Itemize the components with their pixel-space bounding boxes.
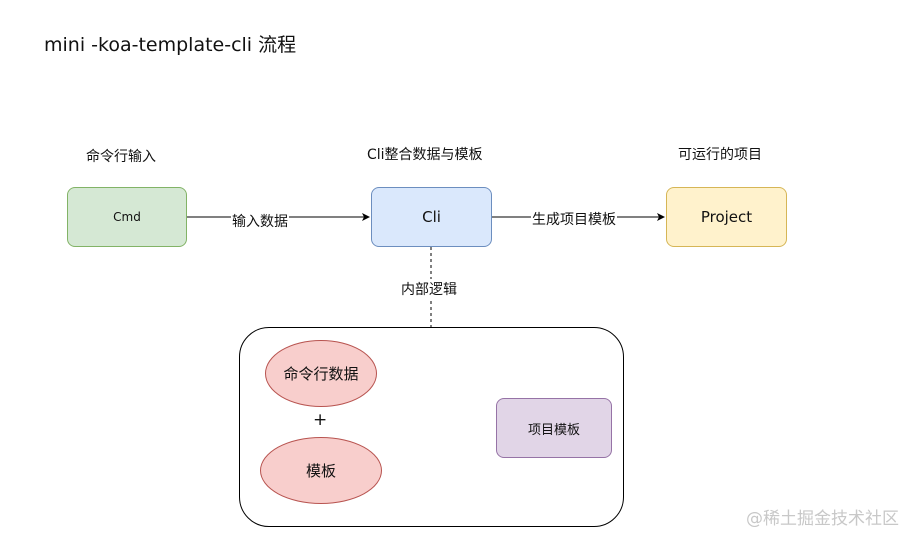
node-cli[interactable]: Cli	[371, 187, 492, 247]
edge-label-generate-template: 生成项目模板	[531, 209, 617, 229]
node-project[interactable]: Project	[666, 187, 787, 247]
watermark: @稀土掘金技术社区	[746, 509, 899, 529]
plus-sign: +	[313, 410, 328, 430]
label-cmd-input: 命令行输入	[86, 149, 156, 165]
diagram-title: mini -koa-template-cli 流程	[44, 34, 297, 56]
node-project-template[interactable]: 项目模板	[496, 398, 612, 458]
label-cli-merge: Cli整合数据与模板	[367, 147, 483, 163]
node-template[interactable]: 模板	[260, 437, 382, 504]
node-cmd-data[interactable]: 命令行数据	[265, 340, 377, 407]
edge-label-internal-logic: 内部逻辑	[400, 279, 458, 299]
label-runnable-project: 可运行的项目	[678, 147, 762, 163]
node-cmd[interactable]: Cmd	[67, 187, 187, 247]
edge-label-input-data: 输入数据	[231, 211, 289, 231]
